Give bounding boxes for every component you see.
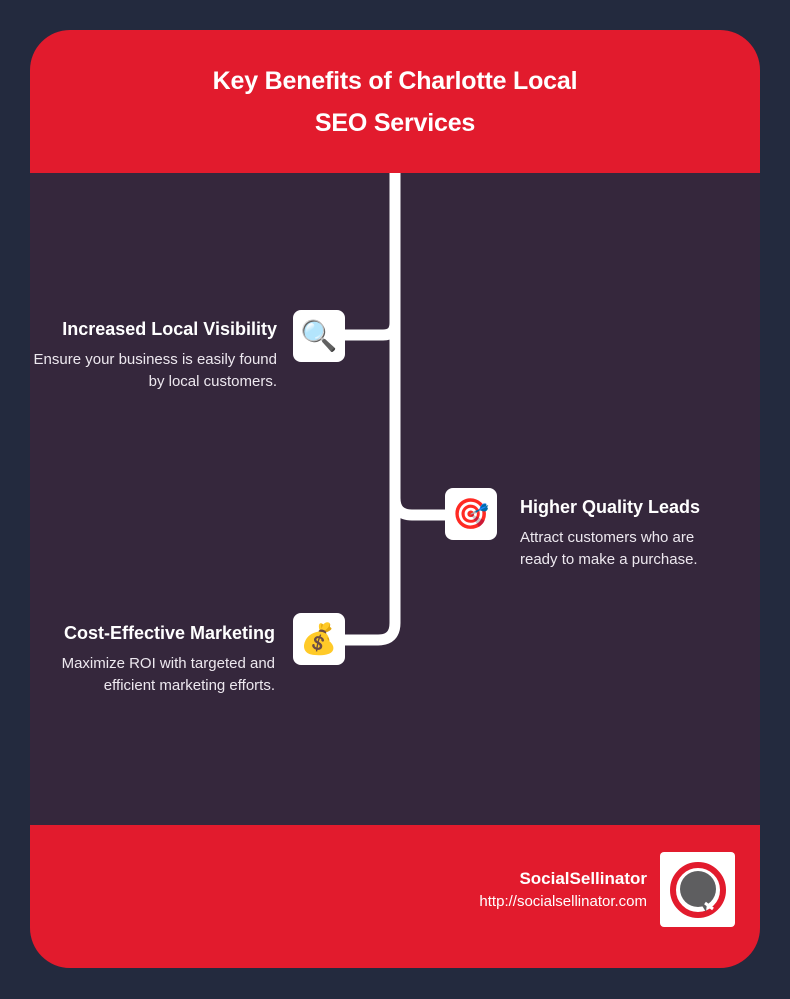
timeline-section: 🔍 Increased Local Visibility Ensure your…: [30, 173, 760, 825]
money-bag-icon: 💰: [293, 613, 345, 665]
brand-url[interactable]: http://socialsellinator.com: [479, 893, 647, 910]
brand-name: SocialSellinator: [519, 869, 647, 888]
target-icon: 🎯: [445, 488, 497, 540]
benefit-title: Cost-Effective Marketing: [63, 623, 275, 643]
target-glyph: 🎯: [452, 497, 490, 531]
benefit-item-local-visibility: Increased Local Visibility Ensure your b…: [30, 317, 277, 393]
benefit-title: Higher Quality Leads: [520, 497, 701, 517]
money-bag-glyph: 💰: [300, 622, 338, 656]
magnifying-glass-glyph: 🔍: [300, 319, 338, 353]
header: Key Benefits of Charlotte Local SEO Serv…: [30, 30, 760, 173]
benefit-title: Increased Local Visibility: [62, 319, 277, 339]
page-title: Key Benefits of Charlotte Local SEO Serv…: [212, 66, 578, 137]
brand-block: SocialSellinator http://socialsellinator…: [479, 867, 647, 913]
timeline-connector: [345, 173, 445, 646]
benefit-description: Ensure your business is easily found by …: [33, 351, 277, 390]
socialsellinator-logo-icon: [660, 852, 735, 927]
infographic-card: Key Benefits of Charlotte Local SEO Serv…: [30, 30, 760, 968]
benefit-description: Attract customers who are ready to make …: [520, 529, 698, 568]
magnifying-glass-icon: 🔍: [293, 310, 345, 362]
benefit-description: Maximize ROI with targeted and efficient…: [61, 655, 275, 694]
benefit-item-quality-leads: Higher Quality Leads Attract customers w…: [520, 495, 730, 571]
footer: SocialSellinator http://socialsellinator…: [30, 825, 760, 968]
benefit-item-cost-effective: Cost-Effective Marketing Maximize ROI wi…: [30, 621, 275, 697]
